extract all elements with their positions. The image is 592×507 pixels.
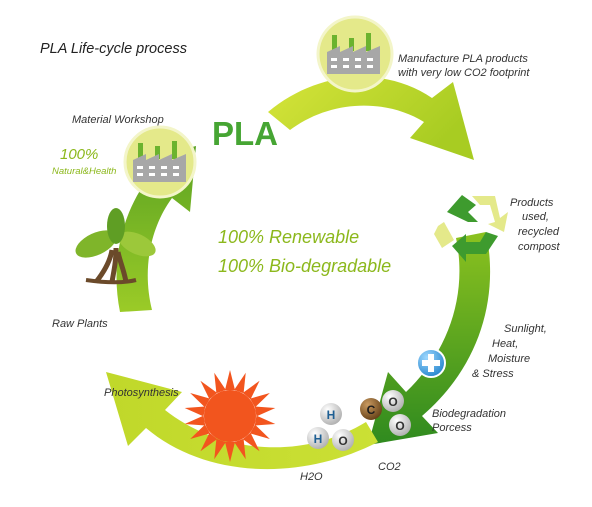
- co2-atom-o2: O: [395, 419, 404, 433]
- sunlight-label-line4: & Stress: [472, 368, 514, 380]
- renewable-text: 100% Renewable: [218, 227, 360, 247]
- products-label-line3: recycled: [518, 226, 559, 238]
- products-label-line4: compost: [518, 241, 560, 253]
- material-workshop-label: Material Workshop: [72, 114, 164, 126]
- recycle-icon: [434, 195, 508, 262]
- products-label-line2: used,: [522, 211, 549, 223]
- manufacture-label-line1: Manufacture PLA products: [398, 53, 528, 65]
- biodegradation-label-line2: Porcess: [432, 422, 472, 434]
- water-atom-h1: H: [327, 408, 336, 422]
- raw-plant-icon: [75, 208, 156, 285]
- water-atom-h2: H: [314, 432, 323, 446]
- water-atom-o: O: [338, 434, 347, 448]
- co2-atom-c: C: [367, 403, 376, 417]
- water-molecules: [307, 403, 354, 451]
- manufacture-factory-icon: [316, 15, 394, 93]
- h2o-label: H2O: [300, 471, 323, 483]
- biodegradation-label-line1: Biodegradation: [432, 408, 507, 420]
- co2-label: CO2: [378, 461, 401, 473]
- material-workshop-factory-icon: [123, 125, 197, 199]
- sunlight-label-line2: Heat,: [492, 338, 519, 350]
- biodegradable-text: 100% Bio-degradable: [218, 256, 392, 276]
- sunlight-label-line1: Sunlight,: [504, 323, 547, 335]
- natural-health-label: Natural&Health: [52, 166, 117, 177]
- manufacture-label-line2: with very low CO2 footprint: [398, 67, 530, 79]
- photosynthesis-label: Photosynthesis: [104, 387, 179, 399]
- natural-percent-label: 100%: [60, 146, 99, 163]
- co2-atom-o1: O: [388, 395, 397, 409]
- sunlight-label-line3: Moisture: [488, 353, 531, 365]
- carbon-dioxide-molecules: [360, 390, 411, 436]
- top-cycle-arrow: [268, 76, 474, 160]
- products-label-line1: Products: [510, 197, 554, 209]
- sunlight-plus-icon: [416, 348, 446, 378]
- pla-label: PLA: [212, 115, 278, 152]
- raw-plants-label: Raw Plants: [52, 318, 108, 330]
- sun-icon: [184, 370, 276, 462]
- diagram-title: PLA Life-cycle process: [40, 41, 187, 57]
